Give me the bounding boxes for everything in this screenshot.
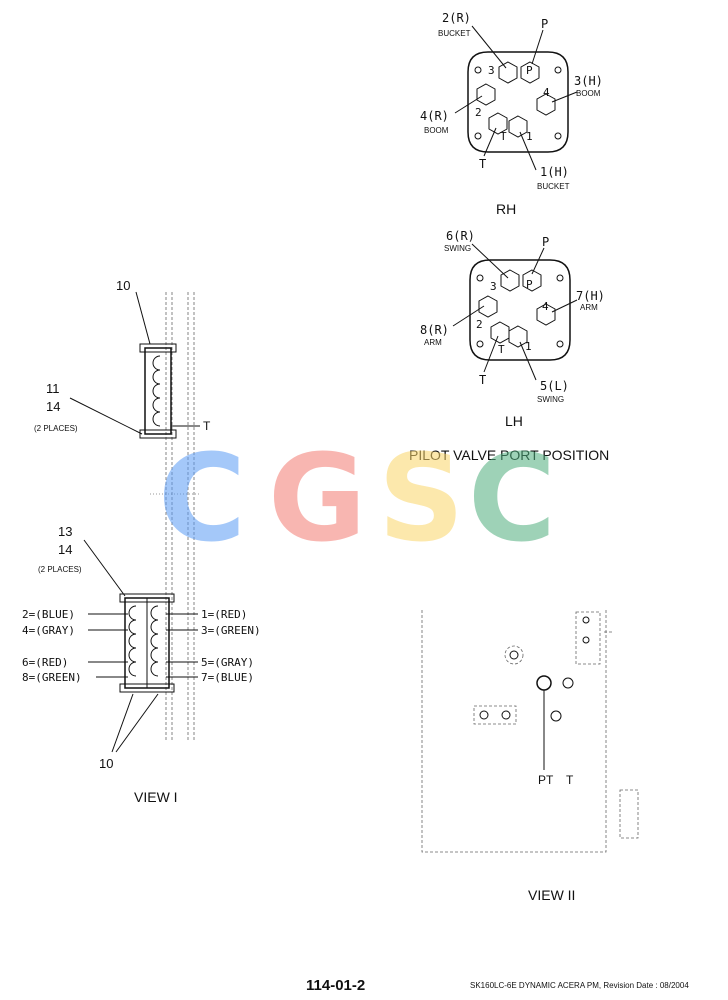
watermark-letter-g: G	[268, 430, 367, 569]
rh-caption: RH	[496, 201, 516, 217]
rh-port-4r-sub: BOOM	[424, 126, 449, 135]
lower-hose-coil-left	[128, 605, 137, 677]
rh-port-1h-label: 1(H)	[540, 165, 569, 179]
rh-valve-body	[467, 51, 569, 153]
rh-port-3h-label: 3(H)	[574, 74, 603, 88]
v1-ref-10-top: 10	[116, 278, 130, 293]
lh-port-8r-label: 8(R)	[420, 323, 449, 337]
lh-inner-4: 4	[542, 300, 549, 313]
pt-label: PT	[538, 773, 554, 787]
lh-port-5l-label: 5(L)	[540, 379, 569, 393]
rh-inner-1: 1	[526, 130, 533, 143]
v1-right-label-4: 7=(BLUE)	[201, 671, 254, 684]
lh-port-p-label: P	[542, 235, 549, 249]
lh-port-2-hex	[478, 295, 498, 318]
rh-port-t-hex	[488, 112, 508, 135]
t-label: T	[566, 773, 574, 787]
lh-inner-p: P	[526, 278, 533, 291]
v1-left-label-4: 8=(GREEN)	[22, 671, 82, 684]
page-number: 114-01-2	[306, 977, 365, 994]
watermark-letter-c1: C	[158, 430, 246, 569]
view-1: 10 11 14 (2 PLACES) T 13 14 (2 PLACES) 2…	[22, 278, 261, 805]
rh-inner-t: T	[500, 130, 507, 143]
lh-port-7h-sub: ARM	[580, 303, 598, 312]
v1-places-b: (2 PLACES)	[38, 565, 82, 574]
pt-port	[536, 675, 552, 691]
view-2: PT T VIEW II	[421, 610, 639, 903]
v1-ref-t: T	[203, 419, 211, 433]
lh-inner-t: T	[498, 343, 505, 356]
lh-port-4-hex	[536, 303, 556, 326]
view-2-caption: VIEW II	[528, 887, 575, 903]
view-1-caption: VIEW I	[134, 789, 178, 805]
v1-right-label-1: 1=(RED)	[201, 608, 247, 621]
rh-port-2r-sub: BUCKET	[438, 29, 471, 38]
rh-inner-p: P	[526, 64, 533, 77]
v1-ref-14a: 14	[46, 399, 60, 414]
v1-ref-13: 13	[58, 524, 72, 539]
rh-port-4-hex	[536, 93, 556, 116]
v1-left-label-3: 6=(RED)	[22, 656, 68, 669]
lower-hose-coil-right	[150, 605, 159, 677]
rh-port-p-hex	[520, 61, 540, 84]
rh-port-p-label: P	[541, 17, 548, 31]
rh-port-1h-sub: BUCKET	[537, 182, 570, 191]
lh-port-t-hex	[490, 321, 510, 344]
rh-port-4r-label: 4(R)	[420, 109, 449, 123]
lh-inner-1: 1	[525, 340, 532, 353]
v1-ref-10-bottom: 10	[99, 756, 113, 771]
rh-port-3h-sub: BOOM	[576, 89, 601, 98]
rh-port-3-hex	[498, 61, 518, 84]
lh-port-3-hex	[500, 269, 520, 292]
lh-port-7h-label: 7(H)	[576, 289, 605, 303]
doc-info: SK160LC-6E DYNAMIC ACERA PM, Revision Da…	[470, 981, 689, 990]
v1-ref-14b: 14	[58, 542, 72, 557]
lh-inner-3: 3	[490, 280, 497, 293]
lh-port-t-label: T	[479, 373, 486, 387]
pilot-valve-title: PILOT VALVE PORT POSITION	[409, 447, 609, 463]
v1-left-label-2: 4=(GRAY)	[22, 624, 75, 637]
watermark: C G S C	[158, 430, 556, 569]
lh-port-6r-sub: SWING	[444, 244, 471, 253]
lh-caption: LH	[505, 413, 523, 429]
lh-port-8r-sub: ARM	[424, 338, 442, 347]
lh-pilot-valve: 3 P 4 2 T 1 6(R) SWING P 7(H) ARM 8(R) A…	[420, 229, 605, 429]
lh-valve-body	[469, 259, 571, 361]
rh-port-2-hex	[476, 83, 496, 106]
v1-ref-11: 11	[46, 381, 60, 396]
v1-right-label-3: 5=(GRAY)	[201, 656, 254, 669]
v1-right-label-2: 3=(GREEN)	[201, 624, 261, 637]
lh-port-5l-sub: SWING	[537, 395, 564, 404]
rh-inner-4: 4	[543, 86, 550, 99]
rh-inner-2: 2	[475, 106, 482, 119]
rh-port-t-label: T	[479, 157, 486, 171]
rh-pilot-valve: 3 P 4 2 T 1 2(R) BUCKET P 3(H) BOOM 4(R)…	[420, 11, 603, 217]
rh-port-1-hex	[508, 115, 528, 138]
lh-port-1-hex	[508, 325, 528, 348]
lh-port-p-hex	[522, 269, 542, 292]
lh-port-6r-label: 6(R)	[446, 229, 475, 243]
lh-inner-2: 2	[476, 318, 483, 331]
v1-left-label-1: 2=(BLUE)	[22, 608, 75, 621]
watermark-letter-s: S	[378, 430, 464, 569]
rh-port-2r-label: 2(R)	[442, 11, 471, 25]
upper-hose-coil	[152, 355, 161, 427]
v1-places-a: (2 PLACES)	[34, 424, 78, 433]
rh-inner-3: 3	[488, 64, 495, 77]
watermark-letter-c2: C	[468, 430, 556, 569]
